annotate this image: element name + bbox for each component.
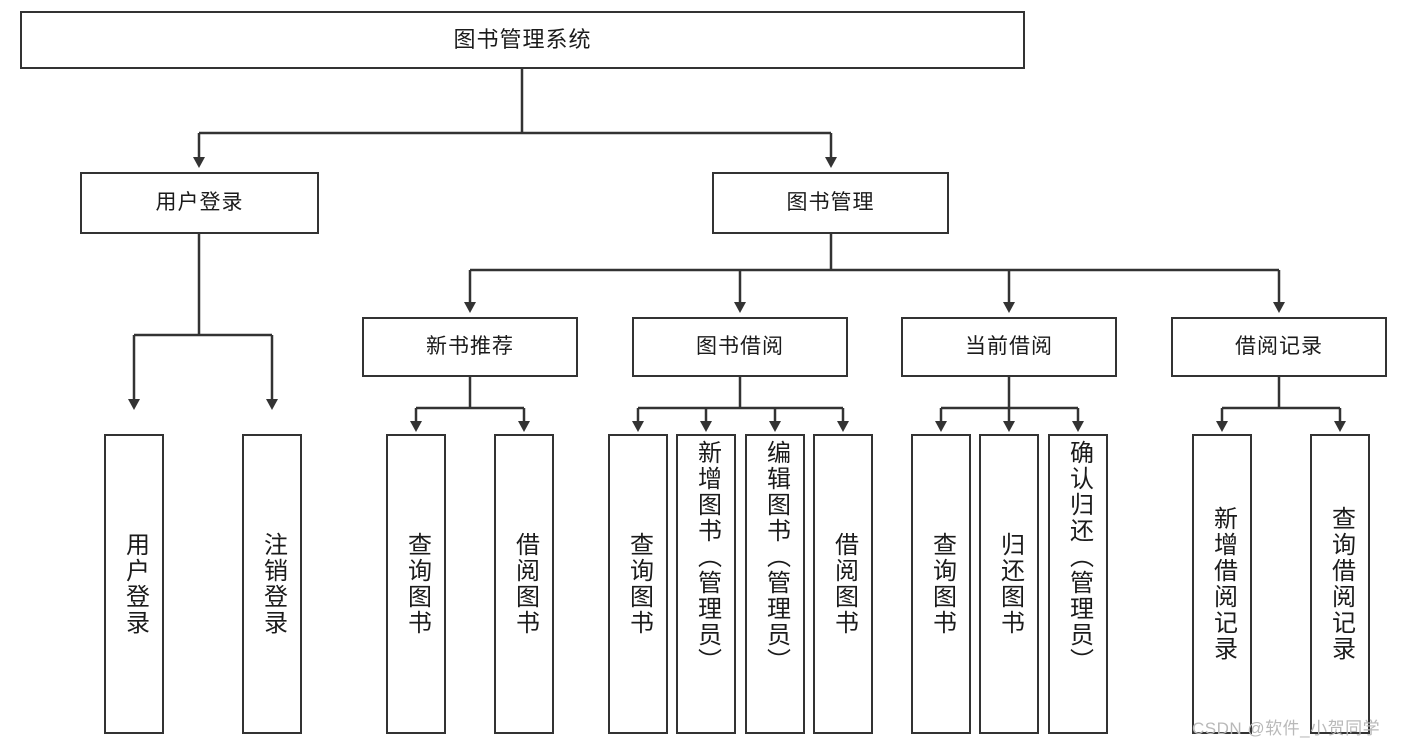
leaf-current-borrow-query[interactable]: 查询图书 — [911, 434, 971, 734]
leaf-new-book-query[interactable]: 查询图书 — [386, 434, 446, 734]
node-label: 借阅图书 — [830, 532, 858, 636]
node-book-borrow[interactable]: 图书借阅 — [632, 317, 848, 377]
node-book-management[interactable]: 图书管理 — [712, 172, 949, 234]
node-new-book-recommend[interactable]: 新书推荐 — [362, 317, 578, 377]
node-label: 新增借阅记录 — [1209, 506, 1237, 662]
node-label: 归还图书 — [996, 532, 1024, 636]
node-label: 查询图书 — [403, 532, 431, 636]
node-label: 确认归还（管理员） — [1065, 440, 1093, 674]
node-label: 借阅图书 — [511, 532, 539, 636]
node-label: 借阅记录 — [1235, 335, 1323, 359]
leaf-book-borrow-query[interactable]: 查询图书 — [608, 434, 668, 734]
node-label: 注销登录 — [259, 532, 287, 636]
node-label: 图书借阅 — [696, 335, 784, 359]
node-label: 编辑图书（管理员） — [762, 440, 790, 674]
leaf-book-borrow-add[interactable]: 新增图书（管理员） — [676, 434, 736, 734]
leaf-new-book-borrow[interactable]: 借阅图书 — [494, 434, 554, 734]
node-label: 新书推荐 — [426, 335, 514, 359]
node-label: 查询借阅记录 — [1327, 506, 1355, 662]
leaf-book-borrow-edit[interactable]: 编辑图书（管理员） — [745, 434, 805, 734]
node-label: 当前借阅 — [965, 335, 1053, 359]
node-label: 查询图书 — [928, 532, 956, 636]
node-label: 用户登录 — [155, 191, 244, 215]
node-label: 新增图书（管理员） — [693, 440, 721, 674]
node-label: 图书管理系统 — [453, 26, 592, 52]
node-label: 查询图书 — [625, 532, 653, 636]
leaf-user-login-login[interactable]: 用户登录 — [104, 434, 164, 734]
node-label: 图书管理 — [786, 191, 875, 215]
node-borrow-record[interactable]: 借阅记录 — [1171, 317, 1387, 377]
leaf-borrow-record-add[interactable]: 新增借阅记录 — [1192, 434, 1252, 734]
leaf-book-borrow-borrow[interactable]: 借阅图书 — [813, 434, 873, 734]
node-current-borrow[interactable]: 当前借阅 — [901, 317, 1117, 377]
leaf-current-borrow-return[interactable]: 归还图书 — [979, 434, 1039, 734]
leaf-user-login-logout[interactable]: 注销登录 — [242, 434, 302, 734]
leaf-borrow-record-query[interactable]: 查询借阅记录 — [1310, 434, 1370, 734]
node-root[interactable]: 图书管理系统 — [20, 11, 1025, 69]
leaf-current-borrow-confirm-return[interactable]: 确认归还（管理员） — [1048, 434, 1108, 734]
node-user-login[interactable]: 用户登录 — [80, 172, 319, 234]
node-label: 用户登录 — [121, 532, 149, 636]
